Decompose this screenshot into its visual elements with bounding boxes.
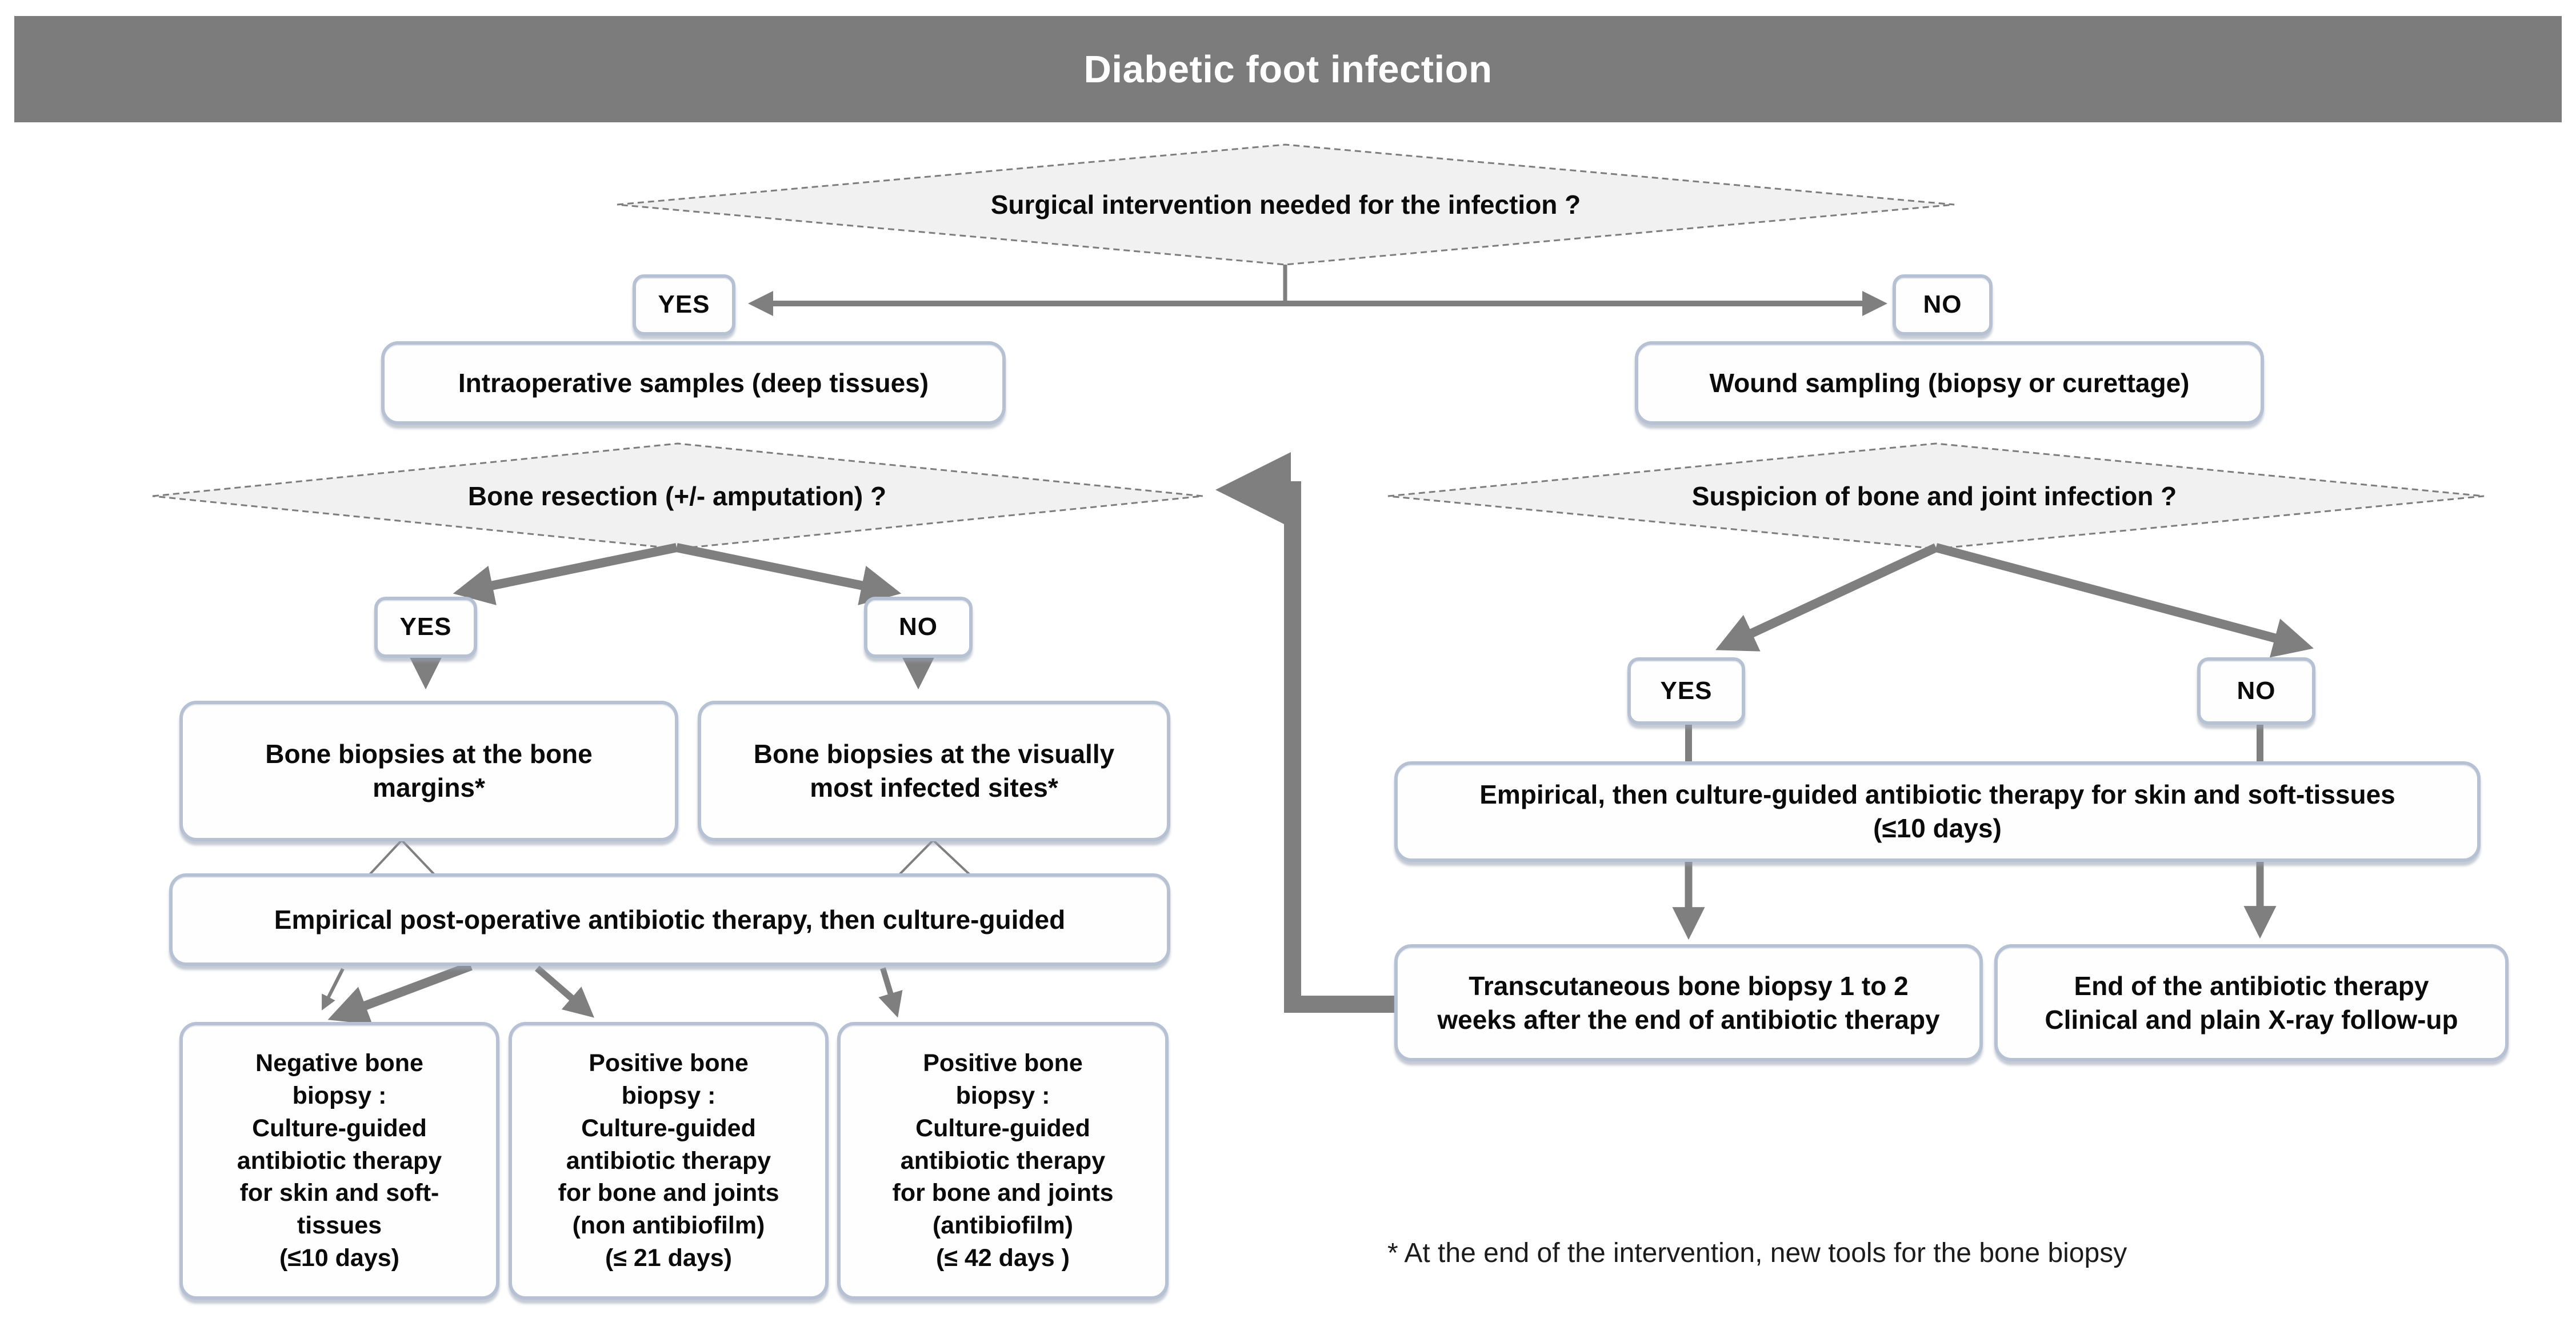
node-wound-sampling: Wound sampling (biopsy or curettage) — [1635, 341, 2264, 425]
node-positive-biopsy-non-antibiofilm: Positive bone biopsy : Culture-guided an… — [509, 1022, 829, 1300]
node-bone-biopsies-margins: Bone biopsies at the bone margins* — [179, 701, 678, 841]
node-intraoperative-samples: Intraoperative samples (deep tissues) — [381, 341, 1006, 425]
diamond-surgical — [617, 143, 1955, 266]
page-title: Diabetic foot infection — [14, 16, 2562, 122]
label-no-bone-resection: NO — [864, 597, 973, 658]
decision-diamonds — [152, 143, 2485, 550]
diamond-bone-resection — [152, 442, 1203, 550]
node-bone-biopsies-visually: Bone biopsies at the visually most infec… — [698, 701, 1170, 841]
label-yes-bone-resection: YES — [374, 597, 477, 658]
node-positive-biopsy-antibiofilm: Positive bone biopsy : Culture-guided an… — [837, 1022, 1169, 1300]
decision-suspicion-bone-joint: Suspicion of bone and joint infection ? — [1691, 481, 2177, 511]
decision-surgical-intervention: Surgical intervention needed for the inf… — [990, 190, 1581, 219]
footnote: * At the end of the intervention, new to… — [1387, 1238, 2127, 1268]
node-transcutaneous-bone-biopsy: Transcutaneous bone biopsy 1 to 2 weeks … — [1394, 944, 1983, 1061]
label-no-suspicion: NO — [2197, 657, 2315, 725]
diamond-suspicion — [1387, 442, 2485, 550]
node-end-antibiotic-therapy: End of the antibiotic therapy Clinical a… — [1994, 944, 2509, 1061]
node-negative-bone-biopsy: Negative bone biopsy : Culture-guided an… — [179, 1022, 499, 1300]
node-empirical-postop-therapy: Empirical post-operative antibiotic ther… — [169, 873, 1170, 966]
label-yes-suspicion: YES — [1627, 657, 1745, 725]
label-yes-surgical: YES — [633, 274, 735, 336]
label-no-surgical: NO — [1893, 274, 1993, 336]
node-empirical-culture-guided-therapy: Empirical, then culture-guided antibioti… — [1394, 761, 2481, 862]
connector-arrows — [322, 265, 2314, 1025]
decision-bone-resection: Bone resection (+/- amputation) ? — [467, 481, 887, 511]
